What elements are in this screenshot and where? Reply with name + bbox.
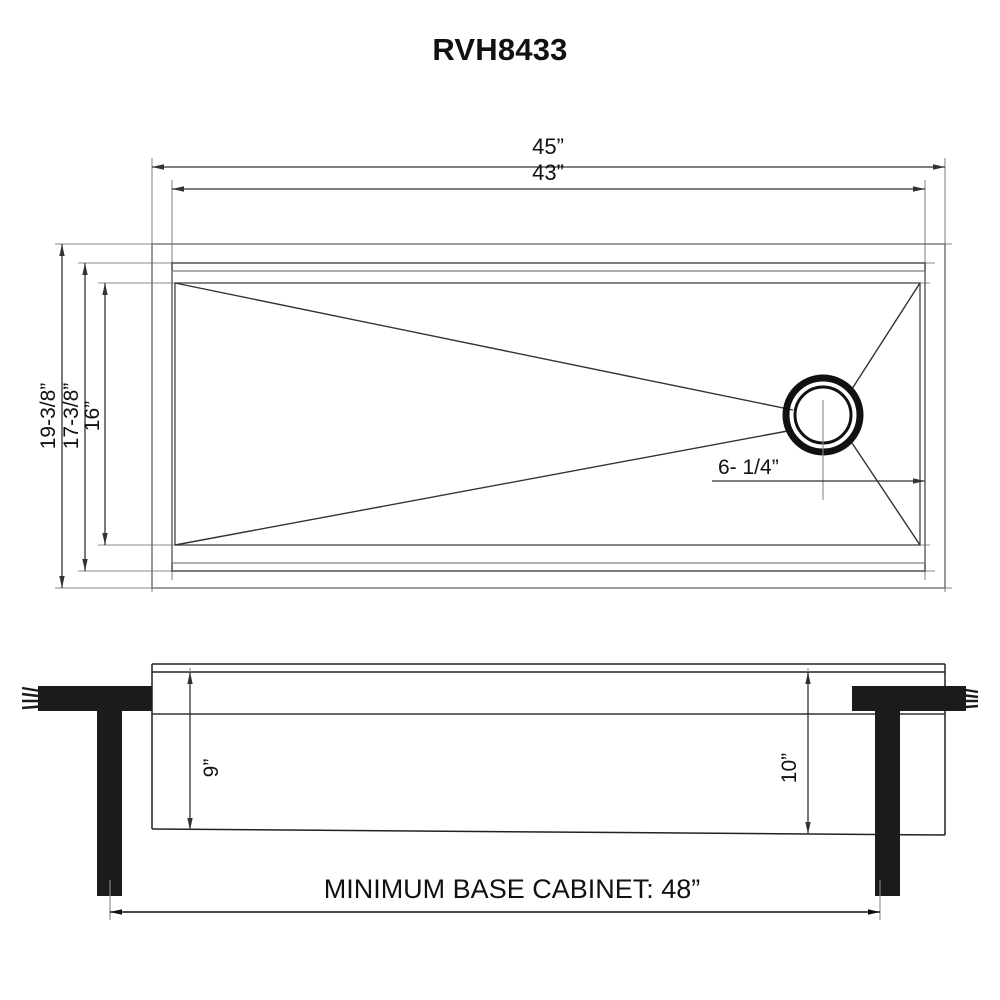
dimension-overall-width-45: 45” <box>152 134 945 170</box>
sink-outer-rim <box>151 243 946 589</box>
dimension-right-depth-10: 10” <box>778 672 811 834</box>
cabinet-wall-left <box>97 711 122 896</box>
cabinet-wall-right <box>875 711 900 896</box>
plan-extension-lines-horizontal <box>55 243 952 589</box>
dimension-bowl-depth-16: 16” <box>81 283 108 545</box>
plan-view-group: 45” 43” 19-3/8” 17-3/8” 16” <box>37 134 952 592</box>
dimension-label-bowl-depth: 16” <box>81 401 104 431</box>
countertop-right <box>852 686 979 711</box>
dimension-label-inner-depth: 17-3/8” <box>60 383 83 450</box>
dimension-drain-offset: 6- 1/4” <box>712 456 925 484</box>
minimum-base-cabinet-caption: MINIMUM BASE CABINET: 48” <box>324 874 701 904</box>
hatch-marks-right <box>953 686 979 710</box>
dimension-label-right-depth: 10” <box>778 753 801 783</box>
dimension-overall-depth-19-3-8: 19-3/8” <box>37 244 65 588</box>
dimension-label-overall-depth: 19-3/8” <box>37 383 60 450</box>
elevation-view-group: 9” 10” MINIMUM BASE CABINET: 48” <box>21 663 979 920</box>
dimension-label-left-depth: 9” <box>200 759 223 778</box>
countertop-left <box>21 686 152 711</box>
dimension-label-inner-width: 43” <box>532 160 564 185</box>
basin-slope-lines <box>174 282 921 546</box>
sink-body-outline <box>151 663 946 836</box>
sink-bowl-opening <box>171 270 926 564</box>
dimension-label-drain-offset: 6- 1/4” <box>718 456 779 479</box>
dimension-inner-depth-17-3-8: 17-3/8” <box>60 263 88 571</box>
page-title: RVH8433 <box>432 32 568 67</box>
sink-bowl-bottom <box>174 282 921 546</box>
dimension-inner-width-43: 43” <box>172 160 925 192</box>
dimension-label-overall-width: 45” <box>532 134 564 159</box>
dimension-left-depth-9: 9” <box>187 672 223 830</box>
hatch-marks-left <box>21 686 47 710</box>
